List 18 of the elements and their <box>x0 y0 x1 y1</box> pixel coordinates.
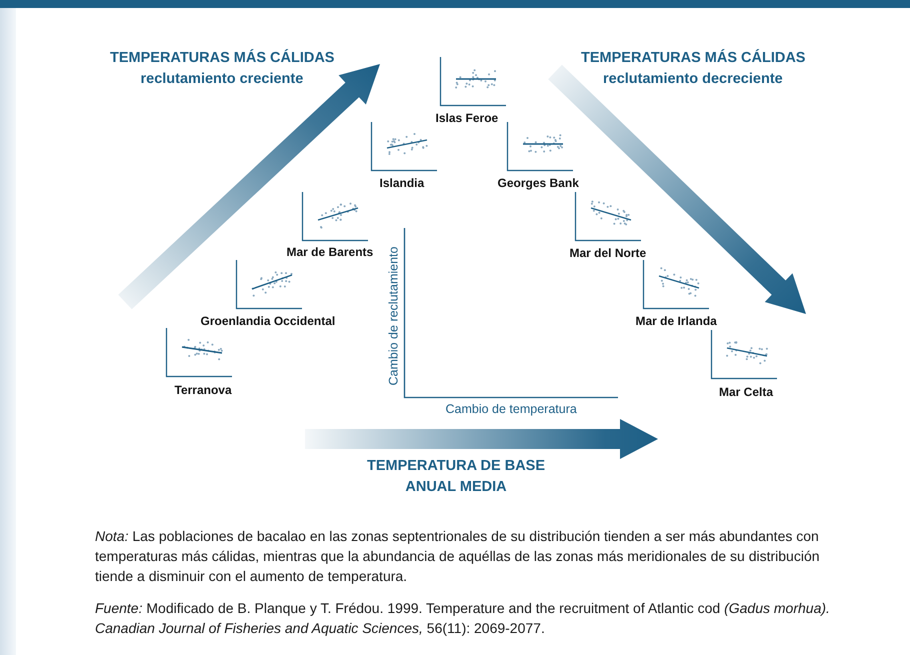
heading: TEMPERATURA DE BASE ANUAL MEDIA <box>366 457 546 497</box>
region-label: Georges Bank <box>498 176 579 190</box>
subheading: reclutamiento decreciente <box>603 70 783 89</box>
region-label: Mar de Barents <box>286 245 374 259</box>
region-label: Islas Feroe <box>436 111 498 125</box>
axis-label: Cambio de reclutamiento <box>386 246 400 386</box>
heading: TEMPERATURAS MÁS CÁLIDAS <box>110 48 334 68</box>
note-text: Nota: Las poblaciones de bacalao en las zonas septentrionales de su distribución tienden a ser más abundantes con temperaturas más cálidas, mientras que la abundancia de aquéllas de las zonas más meridionales de su distribución tiende a disminuir con el aumento de temperatura. <box>95 527 821 586</box>
region-label: Groenlandia Occidental <box>200 314 336 328</box>
subheading: reclutamiento creciente <box>140 70 304 89</box>
heading: TEMPERATURAS MÁS CÁLIDAS <box>581 48 806 68</box>
region-label: Mar Celta <box>719 385 774 399</box>
source-text: Fuente: Modificado de B. Planque y T. Frédou. 1999. Temperature and the recruitment of Atlantic cod (Gadus morhua). Canadian Journal of Fisheries and Aquatic Sciences, 56(11): 2069-2077. <box>95 599 830 638</box>
region-label: Mar de Irlanda <box>636 314 717 328</box>
region-label: Mar del Norte <box>570 246 646 260</box>
axis-label: Cambio de temperatura <box>446 402 577 416</box>
region-label: Islandia <box>380 176 424 190</box>
region-label: Terranova <box>174 383 232 397</box>
